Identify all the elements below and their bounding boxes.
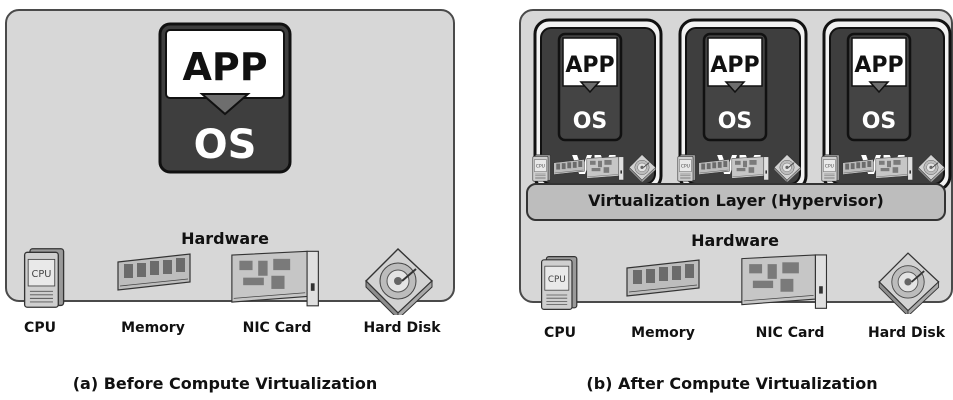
- nic-card-icon: [230, 249, 324, 311]
- left-hardware-label: Hardware: [181, 229, 269, 248]
- memory-module-icon: [623, 258, 703, 298]
- vm2-app-label: APP: [710, 53, 759, 78]
- left-memory-label: Memory: [121, 320, 185, 336]
- left-nic-label: NIC Card: [242, 320, 312, 336]
- vm-box-1: APP OS VM: [533, 18, 663, 192]
- vm1-os-label: OS: [573, 109, 608, 134]
- vm3-virtual-hardware-icons: [821, 154, 946, 182]
- left-os-label: OS: [194, 122, 257, 168]
- left-hdd-label: Hard Disk: [363, 320, 441, 336]
- hard-disk-icon: [358, 245, 438, 315]
- memory-module-icon: [113, 252, 195, 292]
- left-caption: (a) Before Compute Virtualization: [72, 374, 378, 393]
- left-cpu-label: CPU: [24, 320, 56, 336]
- vm3-app-label: APP: [854, 53, 903, 78]
- hard-disk-icon: [872, 248, 944, 314]
- vm-box-2: APP OS VM: [678, 18, 808, 192]
- right-hardware-label: Hardware: [691, 231, 779, 250]
- vm-box-3: APP OS VM: [822, 18, 952, 192]
- vm1-app-label: APP: [565, 53, 614, 78]
- vm3-os-label: OS: [862, 109, 897, 134]
- vm2-virtual-hardware-icons: [677, 154, 802, 182]
- right-memory-label: Memory: [631, 325, 695, 341]
- vm2-os-label: OS: [718, 109, 753, 134]
- vm1-virtual-hardware-icons: [532, 154, 657, 182]
- nic-card-icon: [740, 252, 832, 314]
- left-app-label: APP: [182, 45, 267, 89]
- right-hdd-label: Hard Disk: [867, 325, 946, 341]
- left-app-os-stack: APP OS: [158, 22, 292, 174]
- right-cpu-label: CPU: [544, 325, 576, 341]
- hypervisor-layer: [526, 183, 946, 221]
- hypervisor-label: Virtualization Layer (Hypervisor): [588, 191, 884, 210]
- right-caption: (b) After Compute Virtualization: [586, 374, 878, 393]
- cpu-icon: [538, 255, 582, 311]
- right-nic-label: NIC Card: [755, 325, 825, 341]
- cpu-icon: [20, 247, 70, 309]
